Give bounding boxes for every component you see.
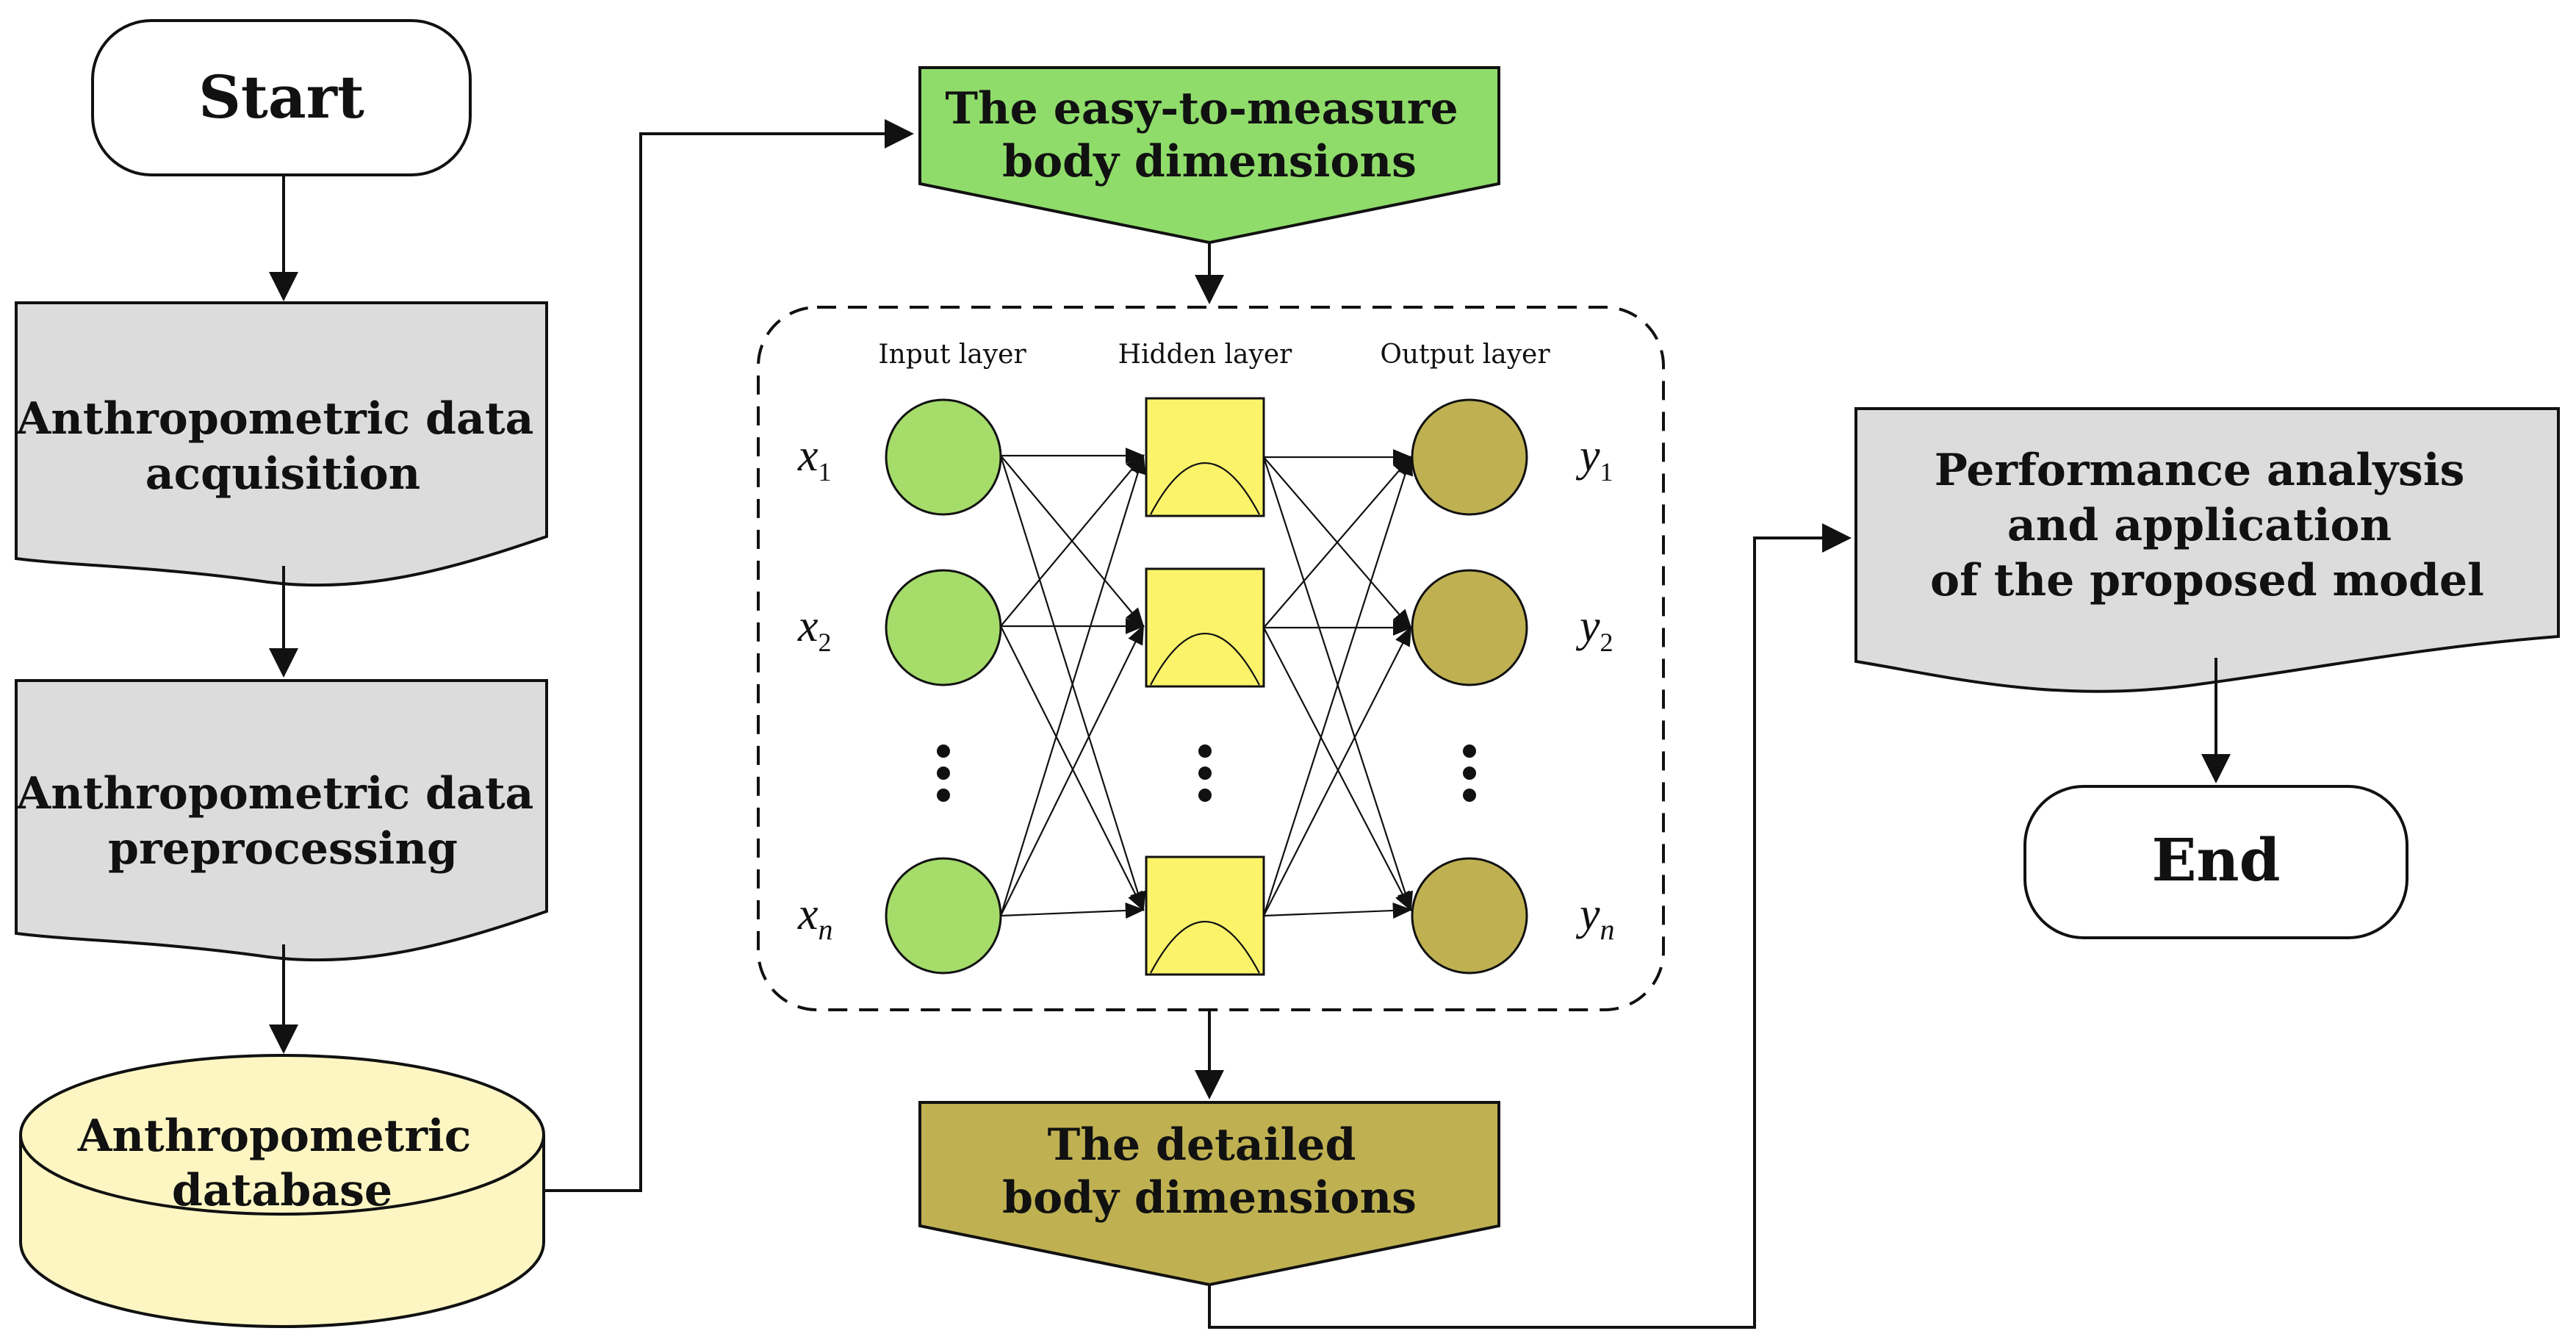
- input-var-n: xn: [797, 889, 833, 946]
- end-label: End: [2151, 825, 2280, 894]
- detailed-dims-box: [918, 1101, 1500, 1287]
- start-label: Start: [198, 62, 364, 132]
- preprocessing-box: [15, 679, 548, 962]
- input-hidden-connections: [999, 448, 1146, 919]
- arrow-detailed-to-performance: [1208, 523, 1852, 1329]
- hidden-output-connections: [1262, 449, 1414, 919]
- performance-label: Performance analysis and application of …: [1930, 445, 2484, 606]
- easy-dims-box: [918, 66, 1500, 245]
- output-layer-label: Output layer: [1380, 340, 1550, 370]
- input-node-2: [885, 569, 1002, 686]
- hidden-node-n: [1145, 855, 1265, 976]
- easy-dims-label: The easy-to-measure body dimensions: [945, 83, 1473, 187]
- output-node-1: [1411, 398, 1528, 516]
- hidden-node-1: [1145, 397, 1265, 517]
- input-layer-label: Input layer: [878, 340, 1026, 370]
- database-top: [19, 1054, 545, 1216]
- output-ellipsis-icon: [1463, 744, 1476, 802]
- database-label: Anthropometric database: [77, 1110, 486, 1216]
- input-node-1: [885, 398, 1002, 516]
- output-var-1: y1: [1575, 431, 1613, 487]
- input-ellipsis-icon: [937, 744, 950, 802]
- preprocessing-label: Anthropometric data preprocessing: [16, 768, 550, 875]
- end-terminal: [2023, 785, 2408, 939]
- detailed-dims-label: The detailed body dimensions: [1002, 1119, 1417, 1224]
- acquisition-label: Anthropometric data acquisition: [16, 393, 550, 500]
- hidden-ellipsis-icon: [1198, 744, 1212, 802]
- output-var-n: yn: [1575, 889, 1615, 946]
- output-node-2: [1411, 569, 1528, 686]
- performance-box: [1854, 407, 2560, 693]
- arrow-database-to-easy-dims: [544, 119, 914, 1192]
- start-terminal: [91, 19, 472, 176]
- output-node-n: [1411, 857, 1528, 975]
- acquisition-box: [15, 301, 548, 587]
- input-node-n: [885, 857, 1002, 975]
- output-var-2: y2: [1575, 601, 1613, 657]
- input-var-2: x2: [797, 601, 832, 657]
- hidden-layer-label: Hidden layer: [1118, 340, 1293, 370]
- hidden-node-2: [1145, 567, 1265, 688]
- input-var-1: x1: [797, 431, 832, 487]
